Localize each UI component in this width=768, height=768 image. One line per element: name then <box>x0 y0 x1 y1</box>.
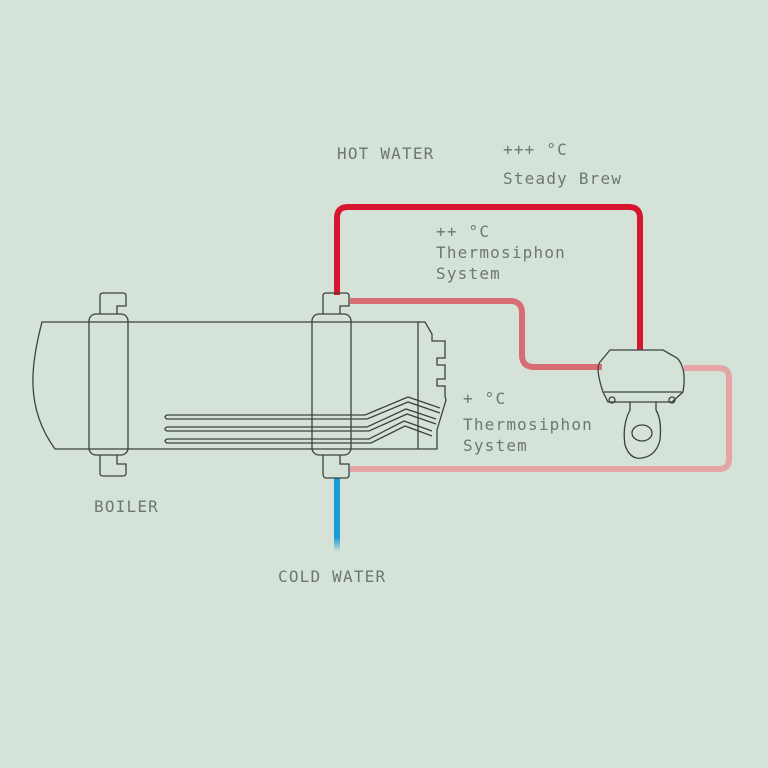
group-head <box>597 349 685 459</box>
steady-temp-label: +++ °C <box>503 140 568 159</box>
steady-brew-label: Steady Brew <box>503 169 622 188</box>
thermo1-line2-label: System <box>463 436 528 455</box>
cold-water-label: COLD WATER <box>278 567 386 586</box>
hot-water-label: HOT WATER <box>337 144 435 163</box>
thermo1-temp-label: + °C <box>463 389 506 408</box>
thermo2-temp-label: ++ °C <box>436 222 490 241</box>
cold-water-pipe <box>334 478 340 552</box>
heat-exchanger-tubes <box>164 396 441 444</box>
medium-thermosiphon-pipe <box>350 298 602 370</box>
thermo1-line1-label: Thermosiphon <box>463 415 593 434</box>
warm-thermosiphon-pipe <box>350 365 732 472</box>
boiler-label: BOILER <box>94 497 159 516</box>
left-band <box>88 313 129 456</box>
thermo2-line2-label: System <box>436 264 501 283</box>
boiler <box>32 292 447 479</box>
hot-water-pipe <box>334 204 643 350</box>
right-band <box>311 313 352 456</box>
thermo2-line1-label: Thermosiphon <box>436 243 566 262</box>
